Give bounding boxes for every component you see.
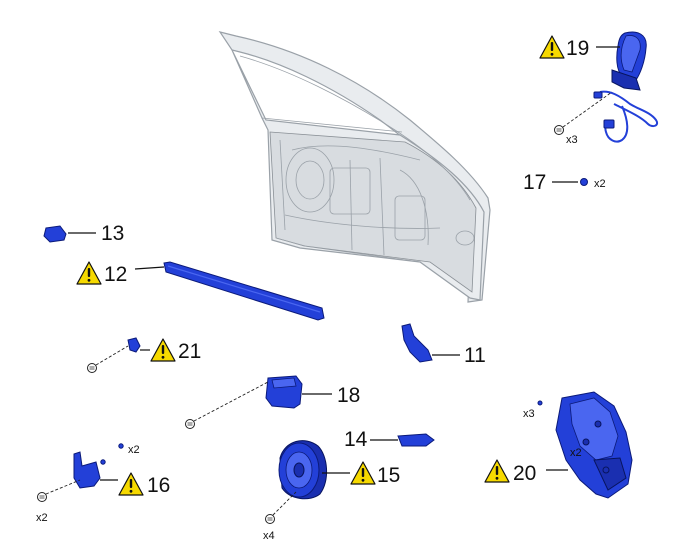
bolt-15 xyxy=(265,514,275,524)
bolt-19 xyxy=(554,125,564,135)
part-19-outer-mirror[interactable] xyxy=(593,31,658,143)
part-12-belt-weatherstrip[interactable] xyxy=(163,261,325,321)
qty-17: x2 xyxy=(594,178,606,190)
qty-20-b: x2 xyxy=(570,447,582,459)
warning-triangle-icon xyxy=(484,459,510,483)
bolt-18 xyxy=(185,419,195,429)
part-12-highlight xyxy=(167,265,321,313)
callout-15: 15 xyxy=(377,464,400,487)
part-16-bracket[interactable] xyxy=(73,451,101,489)
qty-16-small: x2 xyxy=(128,444,140,456)
warning-triangle-icon xyxy=(150,338,176,362)
qty-19: x3 xyxy=(566,134,578,146)
part-18-top xyxy=(271,377,297,389)
qty-15: x4 xyxy=(263,530,275,542)
callout-14: 14 xyxy=(344,428,368,451)
warning-triangle-icon xyxy=(118,472,144,496)
dashed-line-21 xyxy=(95,345,129,366)
part-17-clip[interactable] xyxy=(580,178,588,186)
dashed-line-19 xyxy=(562,91,613,128)
part-20-service-hole-cover[interactable] xyxy=(555,391,633,499)
callout-16: 16 xyxy=(147,474,170,497)
part-14-cover[interactable] xyxy=(397,433,435,447)
callout-20: 20 xyxy=(513,462,536,485)
dashed-line-16 xyxy=(45,479,81,495)
part-11-corner-cover[interactable] xyxy=(401,323,433,363)
qty-16-bolt: x2 xyxy=(36,512,48,524)
warning-triangle-icon xyxy=(539,35,565,59)
callout-11: 11 xyxy=(464,344,486,367)
part-15-speaker[interactable] xyxy=(278,440,327,500)
part-16-small-clip[interactable] xyxy=(100,459,106,465)
callout-12: 12 xyxy=(104,263,127,286)
qty-20-a: x3 xyxy=(523,408,535,420)
dashed-line-18 xyxy=(193,381,269,422)
callout-17: 17 xyxy=(523,171,546,194)
bolt-21 xyxy=(87,363,97,373)
front-door-panel xyxy=(218,31,491,303)
callout-21: 21 xyxy=(178,340,201,363)
part-21-clip[interactable] xyxy=(127,337,141,353)
callout-19: 19 xyxy=(566,37,589,60)
warning-triangle-icon xyxy=(350,461,376,485)
part-16-small-clip-b[interactable] xyxy=(118,443,124,449)
part-13-bracket[interactable] xyxy=(43,225,67,243)
bolt-16 xyxy=(37,492,47,502)
callout-18: 18 xyxy=(337,384,360,407)
callout-13: 13 xyxy=(101,222,124,245)
dashed-line-15 xyxy=(272,491,297,516)
part-20-clip-a[interactable] xyxy=(537,400,543,406)
warning-triangle-icon xyxy=(76,261,102,285)
leader-12 xyxy=(134,266,165,270)
